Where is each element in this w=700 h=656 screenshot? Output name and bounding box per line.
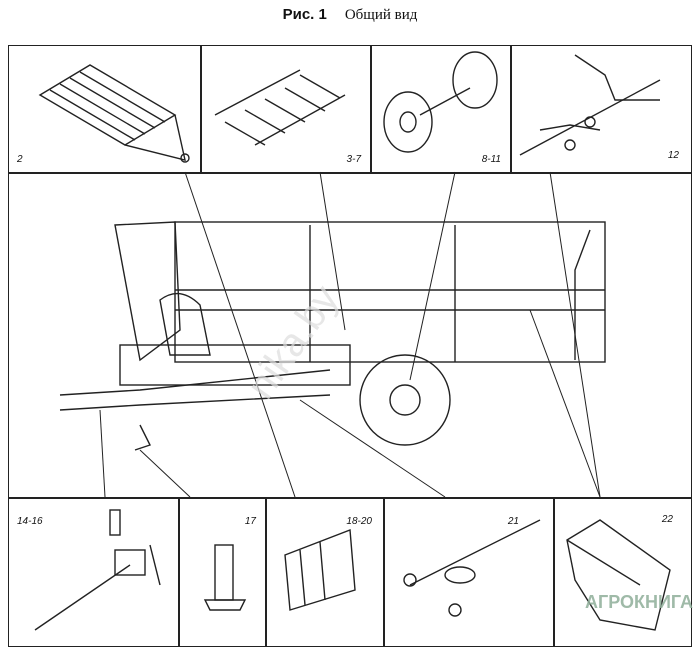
part-label: 8-11 [481,154,501,165]
panel-part-18-20: 18-20 [265,497,385,647]
panel-general-view [8,172,692,499]
conveyor-chain-drawing [214,69,346,146]
part-label: 17 [244,516,256,527]
figure-number: Рис. 1 [282,6,327,23]
drive-shaft-drawing [34,509,161,631]
panel-part-21: 21 [383,497,555,647]
part-label: 18-20 [346,516,372,527]
panel-part-12: 12 [510,45,692,174]
panel-part-14-16: 14-16 [8,497,180,647]
hopper-drawing [566,519,671,631]
panel-part-17: 17 [178,497,267,647]
hydraulic-lines-drawing [519,54,661,156]
part-label: 12 [667,150,679,161]
jack-stand-drawing [203,544,247,611]
figure-caption: Общий вид [344,7,418,23]
part-label: 21 [507,516,519,527]
beater-drawing [284,529,356,611]
wheel-axle-drawing [383,51,498,153]
cylinder-drawing [403,519,541,617]
trailer-drawing [59,221,606,451]
leader-lines [99,171,601,498]
part-label: 2 [17,154,23,165]
panel-part-3-7: 3-7 [200,45,372,174]
floor-grid-drawing [38,64,190,163]
part-label: 3-7 [346,154,361,165]
watermark-corner: АГРОКНИГА [585,592,693,612]
part-label: 22 [661,514,673,525]
panel-part-8-11: 8-11 [370,45,512,174]
figure-title: Рис. 1 Общий вид [0,6,700,24]
panel-part-2: 2 [8,45,202,174]
part-label: 14-16 [17,516,43,527]
panel-part-22: 22 [553,497,692,647]
